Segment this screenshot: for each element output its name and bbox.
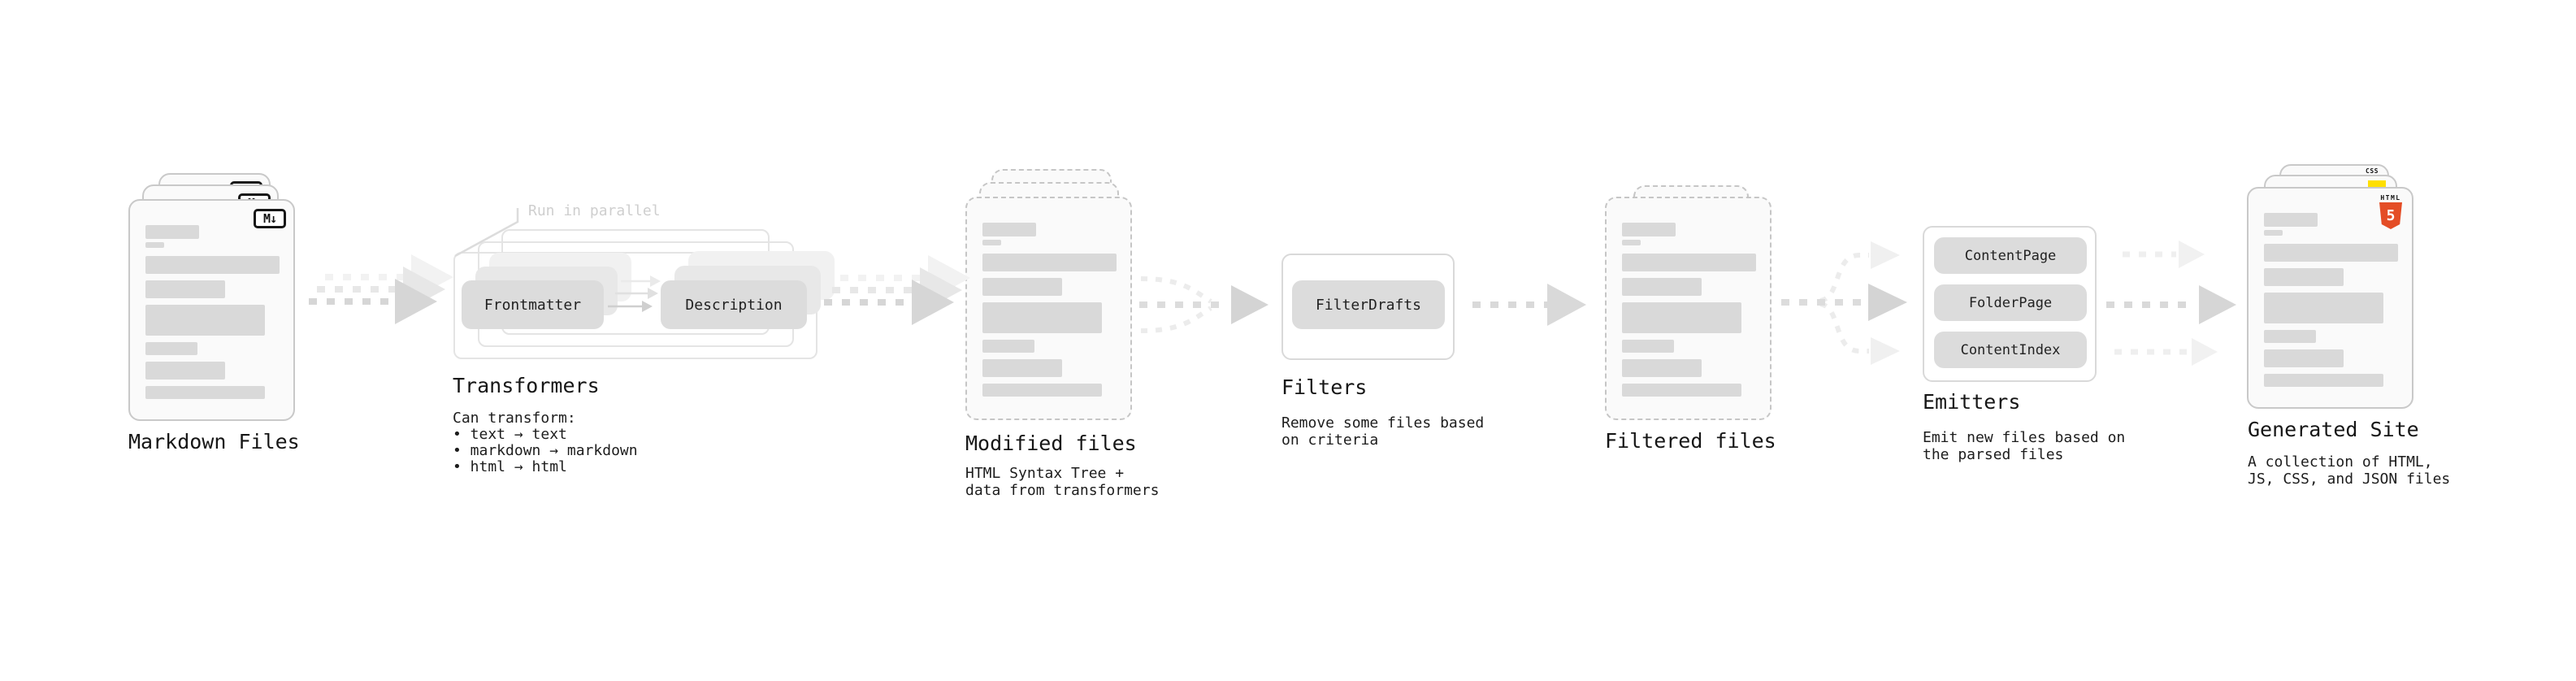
emitters-description: Emit new files based on the parsed files [1923,429,2126,463]
arrow-emitters-to-generated-bottom [2114,338,2218,366]
markdown-files-stack: M↓ M↓ M↓ [128,158,295,427]
pill-arrow-bottom [608,301,653,312]
pill-arrow-middle [615,288,658,299]
text-line-placeholder [1622,278,1702,296]
frontmatter-pill: Frontmatter [462,280,604,329]
run-in-parallel-note: Run in parallel [528,202,661,219]
filtered-files-title: Filtered files [1605,429,1776,453]
arrow-filtered-to-emitters [1781,241,1907,365]
text-line-placeholder [2264,293,2383,323]
text-line-placeholder [2264,349,2344,367]
emitters-title: Emitters [1923,390,2021,414]
text-line-placeholder [145,225,199,239]
arrow-filters-to-filtered [1472,284,1586,326]
text-line-placeholder [145,386,265,399]
modified-files-stack [965,154,1132,423]
arrow-markdown-to-transformers [309,254,453,324]
html-file-card: HTML 5 [2247,187,2413,409]
pill-arrow-top [621,275,661,287]
text-line-placeholder [145,280,225,298]
text-line-placeholder [1622,254,1756,271]
filtered-file-card-front [1605,197,1772,420]
text-line-placeholder [145,242,164,248]
contentindex-pill: ContentIndex [1934,332,2087,368]
transformers-description: Can transform: • text → text • markdown … [453,410,638,475]
modified-file-card-front [965,197,1132,420]
html5-icon-label: HTML [2380,194,2401,202]
text-line-placeholder [1622,340,1674,353]
filters-title: Filters [1281,375,1368,399]
text-line-placeholder [2264,244,2398,262]
text-line-placeholder [2264,330,2316,343]
text-line-placeholder [2264,230,2283,236]
arrow-emitters-to-generated-top [2123,241,2205,268]
folderpage-pill: FolderPage [1934,284,2087,321]
filterdrafts-pill: FilterDrafts [1292,280,1445,329]
text-line-placeholder [982,278,1062,296]
generated-site-stack: CSS HTML 5 [2247,148,2413,416]
markdown-icon: M↓ [254,209,286,228]
text-line-placeholder [982,223,1036,236]
modified-files-title: Modified files [965,432,1137,455]
text-line-placeholder [1622,359,1702,377]
text-line-placeholder [982,240,1001,245]
html5-shield-number: 5 [2386,207,2396,224]
text-line-placeholder [1622,302,1741,333]
transformers-title: Transformers [453,374,600,397]
text-line-placeholder [1622,240,1641,245]
text-line-placeholder [145,305,265,336]
text-line-placeholder [982,340,1034,353]
html5-icon: HTML 5 [2376,194,2405,229]
generated-site-title: Generated Site [2248,418,2419,441]
text-line-placeholder [2264,213,2318,227]
html5-shield: 5 [2379,202,2402,229]
css-icon-label: CSS [2366,167,2379,175]
text-line-placeholder [982,359,1062,377]
text-line-placeholder [145,256,280,274]
description-pill: Description [661,280,807,329]
arrow-emitters-to-generated-middle [2106,285,2236,324]
arrow-transformers-to-modified [824,255,970,325]
text-line-placeholder [982,302,1102,333]
arrow-modified-to-filters [1139,276,1268,333]
markdown-file-card-front: M↓ [128,199,295,421]
filters-description: Remove some files based on criteria [1281,414,1485,449]
text-line-placeholder [2264,268,2344,286]
text-line-placeholder [1622,223,1676,236]
generated-site-description: A collection of HTML, JS, CSS, and JSON … [2248,453,2451,488]
markdown-files-title: Markdown Files [128,430,300,453]
filtered-files-stack [1605,156,1772,424]
text-line-placeholder [2264,374,2383,387]
text-line-placeholder [145,362,225,380]
text-line-placeholder [982,384,1102,397]
contentpage-pill: ContentPage [1934,237,2087,274]
run-in-parallel-leader-line [454,208,519,258]
modified-files-description: HTML Syntax Tree + data from transformer… [965,465,1160,499]
text-line-placeholder [145,342,197,355]
text-line-placeholder [982,254,1117,271]
text-line-placeholder [1622,384,1741,397]
